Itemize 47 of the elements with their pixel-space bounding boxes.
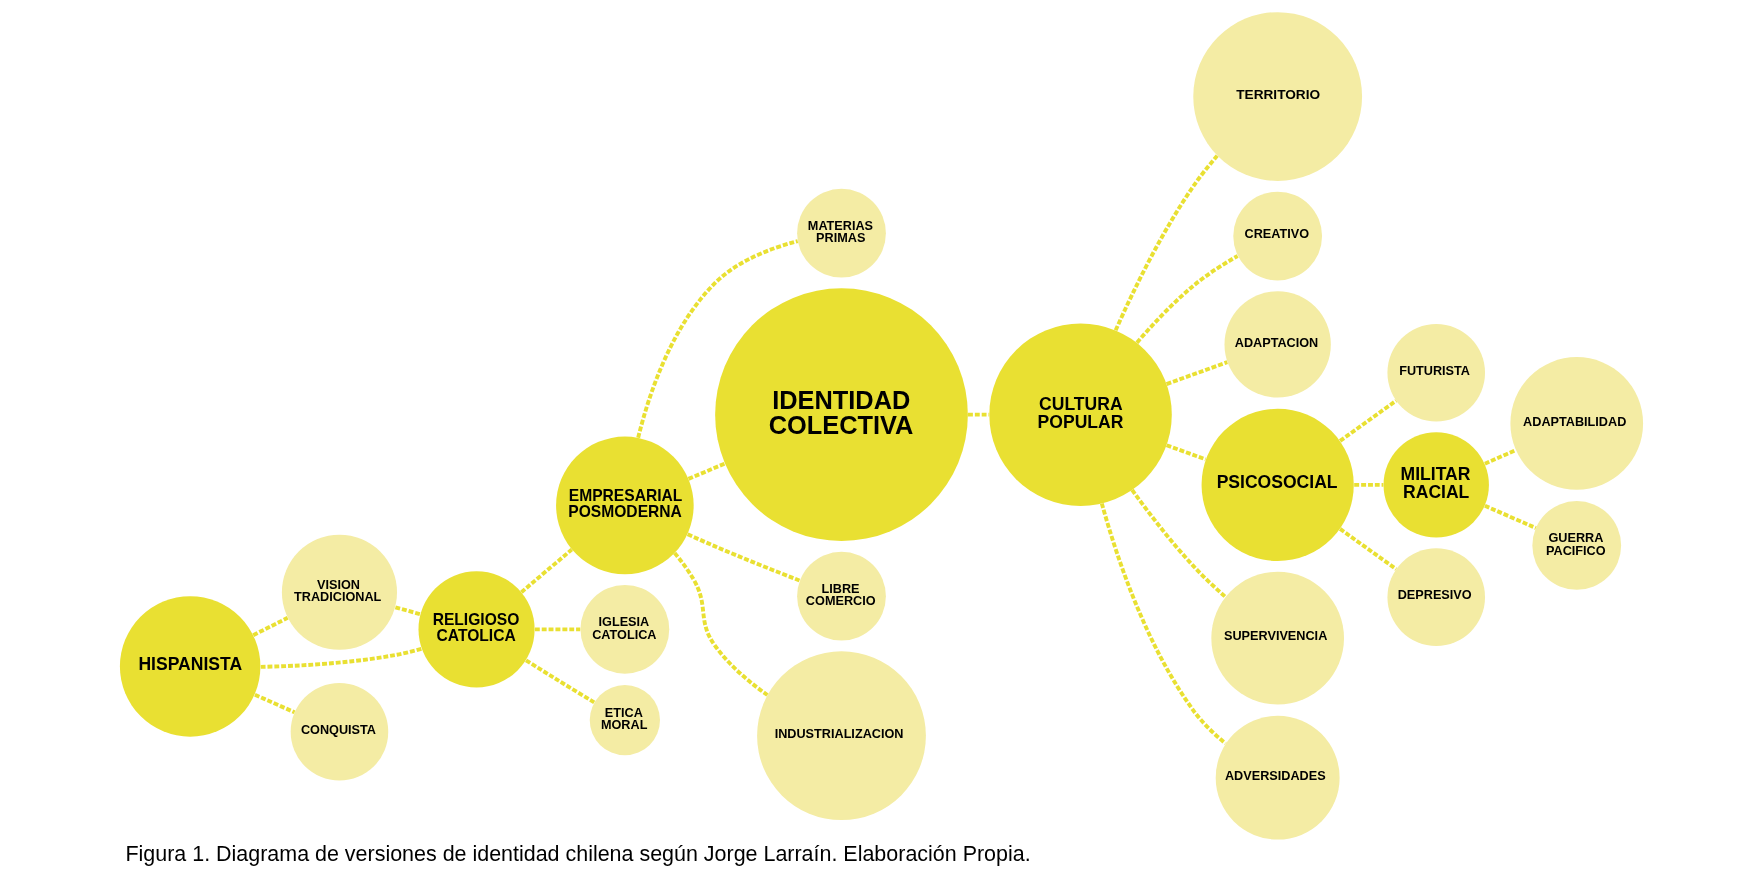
node-circle: VISION TRADICIONAL bbox=[281, 534, 397, 650]
connector bbox=[687, 461, 726, 481]
node-circle: HISPANISTA bbox=[119, 596, 260, 737]
node-circle: EMPRESARIAL POSMODERNA bbox=[555, 436, 694, 575]
connector bbox=[1165, 443, 1206, 462]
node-circle: GUERRA PACIFICO bbox=[1531, 501, 1621, 590]
connector bbox=[519, 548, 573, 594]
node-circle: LIBRE COMERCIO bbox=[796, 551, 886, 641]
node-circle: DEPRESIVO bbox=[1386, 548, 1485, 646]
connector bbox=[1338, 399, 1397, 443]
node-circle: CULTURA POPULAR bbox=[988, 323, 1172, 506]
node-circle: IDENTIDAD COLECTIVA bbox=[714, 288, 968, 542]
node-circle: CONQUISTA bbox=[290, 683, 388, 781]
node-circle: MATERIAS PRIMAS bbox=[796, 188, 886, 278]
connector bbox=[1338, 527, 1397, 571]
caption: Figura 1. Diagrama de versiones de identidad chilena según Jorge Larraín. Elaboración Propia. bbox=[124, 841, 1031, 866]
node-circle: TERRITORIO bbox=[1192, 12, 1362, 181]
connector bbox=[635, 239, 798, 439]
connector bbox=[251, 616, 289, 637]
connector bbox=[253, 692, 295, 715]
node-circle: ADVERSIDADES bbox=[1215, 715, 1340, 840]
node-circle: ADAPTACION bbox=[1224, 291, 1331, 398]
node-circle: FUTURISTA bbox=[1386, 323, 1485, 422]
connector bbox=[524, 658, 595, 705]
node-circle: MILITAR RACIAL bbox=[1383, 432, 1489, 538]
connector bbox=[1483, 503, 1537, 530]
connector bbox=[1134, 254, 1239, 344]
node-circle: INDUSTRIALIZACION bbox=[756, 651, 926, 821]
node-circle: IGLESIA CATOLICA bbox=[579, 584, 669, 674]
connector bbox=[1130, 488, 1226, 599]
connector bbox=[534, 627, 580, 632]
connector bbox=[260, 646, 422, 669]
connector bbox=[1113, 154, 1219, 332]
node-circle: ETICA MORAL bbox=[589, 684, 660, 756]
connector bbox=[967, 412, 989, 417]
connector bbox=[1483, 448, 1517, 466]
connector bbox=[672, 551, 768, 697]
node-circle: SUPERVIVENCIA bbox=[1210, 571, 1344, 705]
connector bbox=[1353, 482, 1383, 487]
node-circle: CREATIVO bbox=[1232, 191, 1322, 281]
node-circle: ADAPTABILIDAD bbox=[1509, 357, 1643, 490]
node-circle: PSICOSOCIAL bbox=[1201, 408, 1354, 562]
connector bbox=[1165, 360, 1228, 386]
node-circle: RELIGIOSO CATOLICA bbox=[418, 571, 535, 688]
connector bbox=[686, 532, 800, 583]
connector bbox=[394, 605, 421, 617]
connector bbox=[1099, 502, 1227, 745]
